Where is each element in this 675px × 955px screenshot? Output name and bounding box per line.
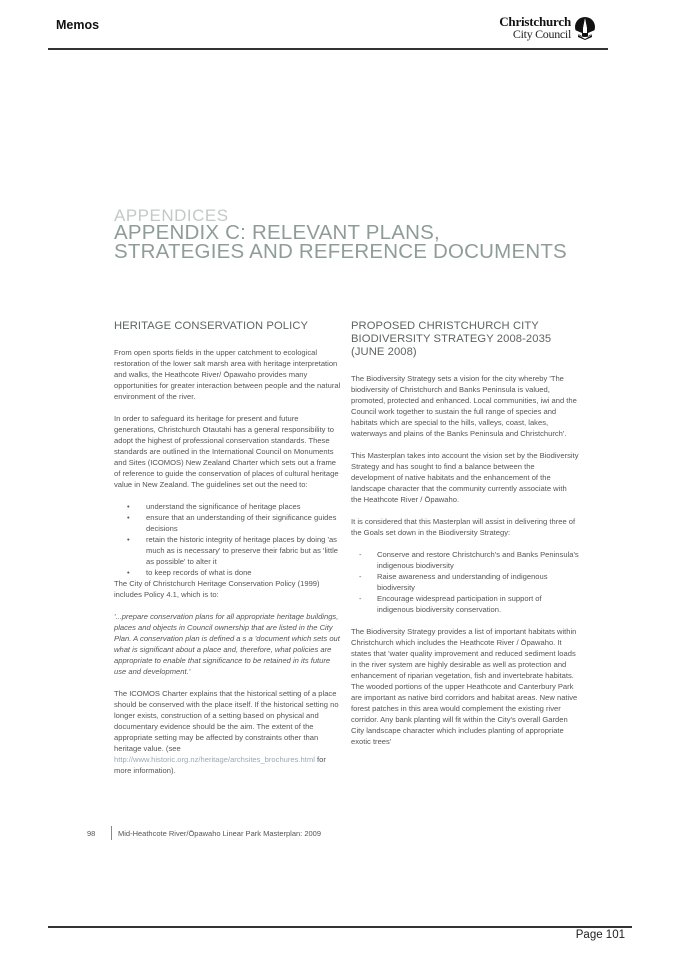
list-item: •ensure that an understanding of their s… <box>127 513 337 533</box>
memo-header: Memos Christchurch City Council <box>48 14 608 48</box>
council-brand: Christchurch City Council <box>499 14 596 41</box>
list-item: -Conserve and restore Christchurch's and… <box>359 550 579 570</box>
appendices-kicker: APPENDICES <box>114 206 229 225</box>
header-divider <box>48 48 608 50</box>
paragraph: The Biodiversity Strategy sets a vision … <box>351 374 577 438</box>
dash-bullet-icon: - <box>359 594 362 603</box>
guidelines-list: •understand the significance of heritage… <box>114 501 342 578</box>
heritage-brochure-link[interactable]: http://www.historic.org.nz/heritage/arch… <box>114 755 315 764</box>
brand-text: Christchurch City Council <box>499 14 571 41</box>
goals-list: -Conserve and restore Christchurch's and… <box>351 549 579 615</box>
embedded-document-page: APPENDICES APPENDIX C: RELEVANT PLANS, S… <box>80 60 580 860</box>
list-item: •to keep records of what is done <box>127 568 252 577</box>
paragraph: This Masterplan takes into account the v… <box>351 451 579 504</box>
list-item: •retain the historic integrity of herita… <box>127 535 338 566</box>
folio-page-number: 98 <box>87 829 96 838</box>
paragraph: The City of Christchurch Heritage Conser… <box>114 579 320 599</box>
paragraph: It is considered that this Masterplan wi… <box>351 517 576 537</box>
right-column: PROPOSED CHRISTCHURCH CITY BIODIVERSITY … <box>351 320 579 758</box>
bullet-icon: • <box>127 502 130 511</box>
heritage-policy-heading: HERITAGE CONSERVATION POLICY <box>114 320 309 332</box>
christchurch-cathedral-logo-icon <box>575 17 595 40</box>
paragraph: The ICOMOS Charter explains that the his… <box>114 689 339 775</box>
dash-bullet-icon: - <box>359 572 362 581</box>
brand-name-line2: City Council <box>512 27 571 41</box>
folio-divider <box>111 826 112 840</box>
list-item: -Encourage widespread participation in s… <box>359 594 542 614</box>
paragraph: In order to safeguard its heritage for p… <box>114 414 339 489</box>
left-column: HERITAGE CONSERVATION POLICY From open s… <box>114 320 342 787</box>
policy-quote: '...prepare conservation plans for all a… <box>114 612 340 676</box>
list-item: -Raise awareness and understanding of in… <box>359 572 548 592</box>
bullet-icon: • <box>127 535 130 544</box>
brand-name-line1: Christchurch <box>499 14 571 29</box>
list-item: •understand the significance of heritage… <box>127 502 301 511</box>
bullet-icon: • <box>127 568 130 577</box>
footer-divider <box>48 926 632 928</box>
folio-document-title: Mid-Heathcote River/Ōpawaho Linear Park … <box>118 829 322 838</box>
appendix-title-line1: APPENDIX C: RELEVANT PLANS, <box>114 221 440 244</box>
page-number: Page 101 <box>575 929 625 941</box>
memo-title: Memos <box>56 18 100 32</box>
biodiversity-strategy-heading: PROPOSED CHRISTCHURCH CITY BIODIVERSITY … <box>351 320 552 358</box>
dash-bullet-icon: - <box>359 550 362 559</box>
bullet-icon: • <box>127 513 130 522</box>
appendix-title-line2: STRATEGIES AND REFERENCE DOCUMENTS <box>114 240 567 263</box>
paragraph: The Biodiversity Strategy provides a lis… <box>351 627 578 746</box>
appendix-title: APPENDIX C: RELEVANT PLANS, STRATEGIES A… <box>114 221 567 263</box>
paragraph: From open sports fields in the upper cat… <box>114 348 341 401</box>
